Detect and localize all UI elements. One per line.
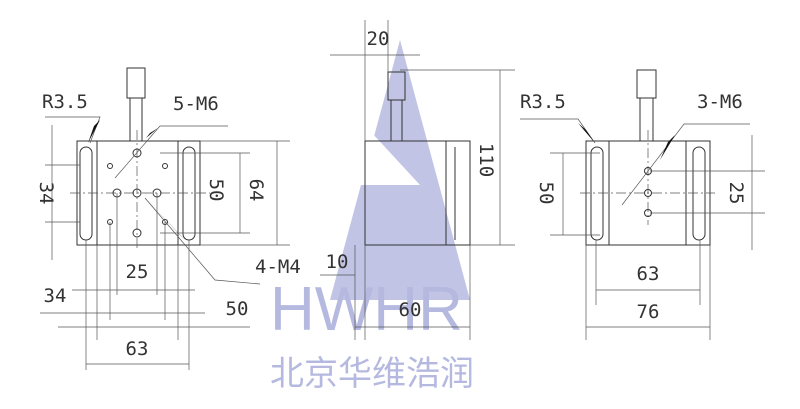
- dim-34-horizontal: 34: [44, 285, 67, 307]
- dim-50-vertical: 50: [205, 179, 227, 202]
- label-slot-radius: R3.5: [42, 91, 88, 113]
- watermark-logo: HWHR 北京华维浩润: [270, 40, 474, 393]
- micrometer-knob: [126, 67, 146, 99]
- slot-right: [182, 146, 196, 241]
- dim-25: 25: [126, 261, 149, 283]
- dim-60: 60: [399, 299, 422, 321]
- dim-64: 64: [245, 179, 267, 202]
- slot-left: [590, 146, 604, 241]
- dim-50-horizontal: 50: [226, 298, 249, 320]
- side-view: 20 110 10 60: [320, 20, 515, 340]
- dim-63: 63: [637, 263, 660, 285]
- watermark-cutout: [330, 120, 420, 185]
- right-view: R3.5 3-M6 50 25 63 76: [520, 69, 765, 340]
- slot-left: [79, 146, 93, 241]
- dim-25: 25: [725, 182, 747, 205]
- watermark-brand: HWHR: [270, 275, 463, 344]
- dim-50: 50: [535, 182, 557, 205]
- stage-body: [364, 140, 471, 246]
- label-slot-radius: R3.5: [520, 91, 566, 113]
- watermark-company: 北京华维浩润: [270, 355, 474, 393]
- dim-76: 76: [637, 301, 660, 323]
- dim-10: 10: [326, 251, 349, 273]
- label-5-m6: 5-M6: [173, 93, 219, 115]
- slot-right: [692, 146, 706, 241]
- label-3-m6: 3-M6: [697, 91, 743, 113]
- left-view: R3.5 5-M6 4-M4 34 50 64 25 34 50 63: [35, 67, 301, 370]
- dim-110: 110: [475, 143, 497, 177]
- dim-63: 63: [126, 338, 149, 360]
- micrometer-knob: [636, 69, 657, 99]
- dim-34-vertical: 34: [35, 182, 57, 205]
- dim-20: 20: [367, 28, 390, 50]
- micrometer-shaft: [129, 97, 143, 142]
- micrometer-shaft: [639, 97, 654, 142]
- label-4-m4: 4-M4: [255, 256, 301, 278]
